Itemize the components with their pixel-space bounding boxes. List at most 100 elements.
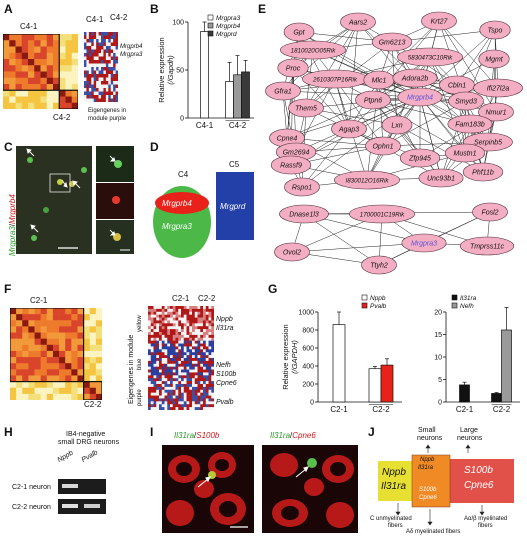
eigengene-cell — [170, 366, 174, 370]
eigengene-cell — [197, 320, 201, 324]
eigengene-cell — [178, 378, 182, 382]
node-fosl2 — [472, 202, 508, 222]
eigengene-cell — [105, 84, 109, 89]
eigengene-cell — [211, 378, 214, 382]
heat-cell — [10, 375, 17, 382]
heat-cell — [28, 84, 35, 91]
eigengene-cell — [205, 314, 209, 318]
eigengene-cell — [186, 404, 190, 408]
heat-cell — [59, 65, 66, 72]
y-tick-label: 0 — [310, 400, 314, 407]
heat-cell — [3, 34, 10, 41]
eigengene-cell — [172, 317, 176, 321]
eigengene-cell — [110, 56, 114, 61]
heat-cell — [52, 326, 60, 333]
x-tick-label-c4-2: C4-2 — [229, 121, 247, 130]
heat-cell — [40, 369, 48, 376]
node-dnase1l3 — [279, 204, 329, 224]
node-label-aars2: Aars2 — [348, 19, 367, 26]
node-gpt — [283, 22, 315, 42]
heat-cell — [28, 393, 35, 400]
venn-label-mrgprb4: Mrgprb4 — [162, 199, 192, 208]
heat-cell — [15, 84, 23, 91]
eigengene-cell — [103, 84, 107, 89]
node-label-zfp945: Zfp945 — [408, 155, 431, 162]
heat-cell — [59, 393, 66, 400]
eigengene-cell — [170, 329, 174, 333]
heat-cell — [89, 308, 97, 315]
eigengene-cell — [153, 395, 157, 399]
eigengene-cell — [148, 355, 152, 359]
node-1810020o05rik — [280, 40, 346, 60]
eigengene-cell — [88, 74, 92, 78]
heat-cell — [46, 314, 54, 321]
eigengene-cell — [101, 39, 104, 43]
eigengene-cell — [103, 77, 107, 82]
eigengene-cell — [208, 343, 212, 347]
heat-cell — [89, 387, 97, 395]
heat-cell — [34, 381, 41, 389]
eigengene-cell — [197, 386, 201, 391]
eigengene-cell — [86, 67, 90, 71]
eigengene-cell — [197, 407, 201, 410]
eigengene-cell — [170, 332, 174, 336]
eigengene-cell — [170, 340, 174, 344]
eigengene-cell — [159, 355, 163, 359]
network-edge — [440, 100, 467, 179]
eigengene-cell — [84, 42, 87, 47]
eigengene-cell — [181, 366, 185, 370]
heat-cell — [9, 102, 16, 109]
eigengene-cell — [96, 42, 99, 47]
eigengene-cell — [208, 360, 212, 365]
eigengene-cell — [175, 363, 179, 367]
heat-cell — [21, 77, 29, 85]
heat-cell — [65, 77, 73, 85]
heat-cell — [34, 344, 41, 352]
bar-nppb-c2-1 — [332, 324, 346, 403]
heat-cell — [21, 71, 29, 79]
eigengene-cell — [156, 320, 160, 324]
eigengene-cell — [150, 404, 154, 408]
eigengene-cell — [86, 91, 90, 96]
heat-cell — [10, 393, 17, 400]
eigengene-cell — [161, 369, 165, 373]
eigengene-cell — [161, 311, 165, 315]
heat-cell — [95, 393, 102, 400]
heat-cell — [77, 326, 84, 333]
eigengene-cell — [194, 381, 198, 385]
eigengene-cell — [172, 349, 176, 353]
eigengene-cell — [200, 329, 204, 333]
eigengene-cell — [156, 337, 160, 341]
panel-j: Small neurons Large neurons Nppb Il31ra … — [368, 425, 527, 538]
eigengene-cell — [194, 378, 198, 382]
heat-cell — [40, 84, 48, 91]
eigengene-cell — [200, 395, 204, 399]
eigengene-cell — [150, 343, 154, 347]
eigengene-cell — [192, 337, 196, 341]
eigengene-cell — [181, 381, 185, 385]
eigengene-cell — [159, 401, 163, 405]
eigengene-cell — [156, 392, 160, 396]
eigengene-cell — [105, 67, 109, 71]
heat-cell — [9, 40, 16, 47]
eigengene-cell — [208, 398, 212, 402]
eigengene-cell — [91, 49, 95, 54]
heat-cell — [71, 338, 78, 346]
eigengene-cell — [211, 352, 214, 356]
eigengene-cell — [148, 401, 152, 405]
eigengene-cell — [159, 306, 163, 310]
heat-cell — [34, 363, 41, 370]
eigengene-cell — [172, 398, 176, 402]
eigengene-cell — [161, 360, 165, 365]
eigengene-cell — [161, 404, 165, 408]
eigengene-cell — [186, 346, 190, 350]
eigengene-cell — [208, 334, 212, 339]
eigengene-cell — [105, 32, 109, 36]
eigengene-cell — [150, 363, 154, 367]
eigengene-cell — [167, 306, 171, 310]
heat-cell — [28, 34, 35, 41]
eigengene-cell — [153, 372, 157, 376]
eigengene-cell — [178, 384, 182, 388]
eigengene-cell — [183, 378, 187, 382]
